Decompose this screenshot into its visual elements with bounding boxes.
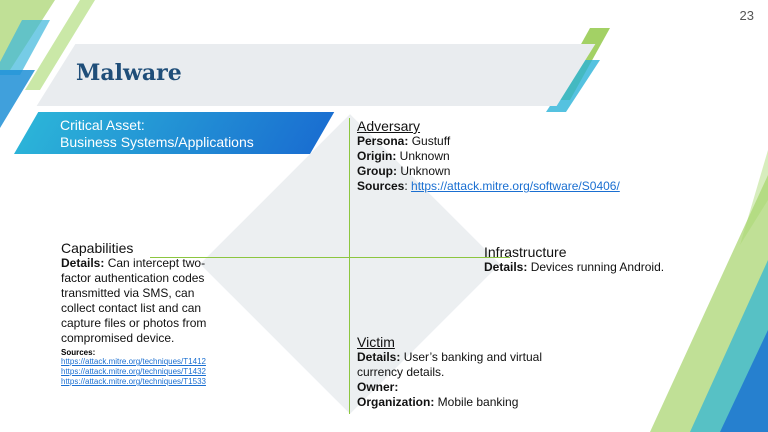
infrastructure-details-label: Details: <box>484 260 528 274</box>
critical-asset-value: Business Systems/Applications <box>60 134 254 150</box>
victim-org-label: Organization: <box>357 395 435 409</box>
persona-value: Gustuff <box>408 134 451 148</box>
slide-title: Malware <box>76 60 182 86</box>
critical-asset-text: Critical Asset: Business Systems/Applica… <box>60 117 254 151</box>
victim-heading: Victim <box>357 334 395 350</box>
infrastructure-section: Infrastructure Details: Devices running … <box>484 244 714 275</box>
capabilities-details-label: Details: <box>61 256 105 270</box>
adversary-section: Adversary Persona: Gustuff Origin: Unkno… <box>357 118 687 194</box>
victim-owner-label: Owner: <box>357 380 399 394</box>
persona-line: Persona: Gustuff <box>357 134 687 149</box>
victim-org-line: Organization: Mobile banking <box>357 395 577 410</box>
capability-source-link[interactable]: https://attack.mitre.org/techniques/T143… <box>61 367 206 376</box>
origin-label: Origin: <box>357 149 397 163</box>
page-number: 23 <box>739 8 754 23</box>
adversary-source-link[interactable]: https://attack.mitre.org/software/S0406/ <box>411 179 620 193</box>
group-line: Group: Unknown <box>357 164 687 179</box>
adversary-heading: Adversary <box>357 118 421 134</box>
infrastructure-heading: Infrastructure <box>484 244 567 260</box>
infrastructure-details-value: Devices running Android. <box>527 260 665 274</box>
capabilities-section: Capabilities Details: Can intercept two-… <box>61 240 231 387</box>
capabilities-details-value: Can intercept two-factor authentication … <box>61 256 207 345</box>
vertical-axis-line <box>349 118 350 414</box>
capabilities-details: Details: Can intercept two-factor authen… <box>61 256 231 346</box>
capabilities-sources-label: Sources: <box>61 348 96 357</box>
capability-source-link[interactable]: https://attack.mitre.org/techniques/T141… <box>61 357 206 366</box>
sources-sep: : <box>404 179 412 193</box>
group-label: Group: <box>357 164 397 178</box>
victim-details-label: Details: <box>357 350 401 364</box>
capabilities-heading: Capabilities <box>61 240 134 256</box>
persona-label: Persona: <box>357 134 409 148</box>
victim-details: Details: User’s banking and virtual curr… <box>357 350 577 380</box>
horizontal-axis-line <box>150 257 510 258</box>
group-value: Unknown <box>397 164 451 178</box>
sources-label: Sources <box>357 179 405 193</box>
infrastructure-details: Details: Devices running Android. <box>484 260 714 275</box>
victim-org-value: Mobile banking <box>434 395 519 409</box>
origin-value: Unknown <box>396 149 450 163</box>
victim-section: Victim Details: User’s banking and virtu… <box>357 334 577 410</box>
capability-source-link[interactable]: https://attack.mitre.org/techniques/T153… <box>61 377 206 386</box>
victim-details-value: User’s banking and virtual currency deta… <box>357 350 542 379</box>
sources-line: Sources: https://attack.mitre.org/softwa… <box>357 179 687 194</box>
critical-asset-label: Critical Asset: <box>60 117 145 133</box>
origin-line: Origin: Unknown <box>357 149 687 164</box>
